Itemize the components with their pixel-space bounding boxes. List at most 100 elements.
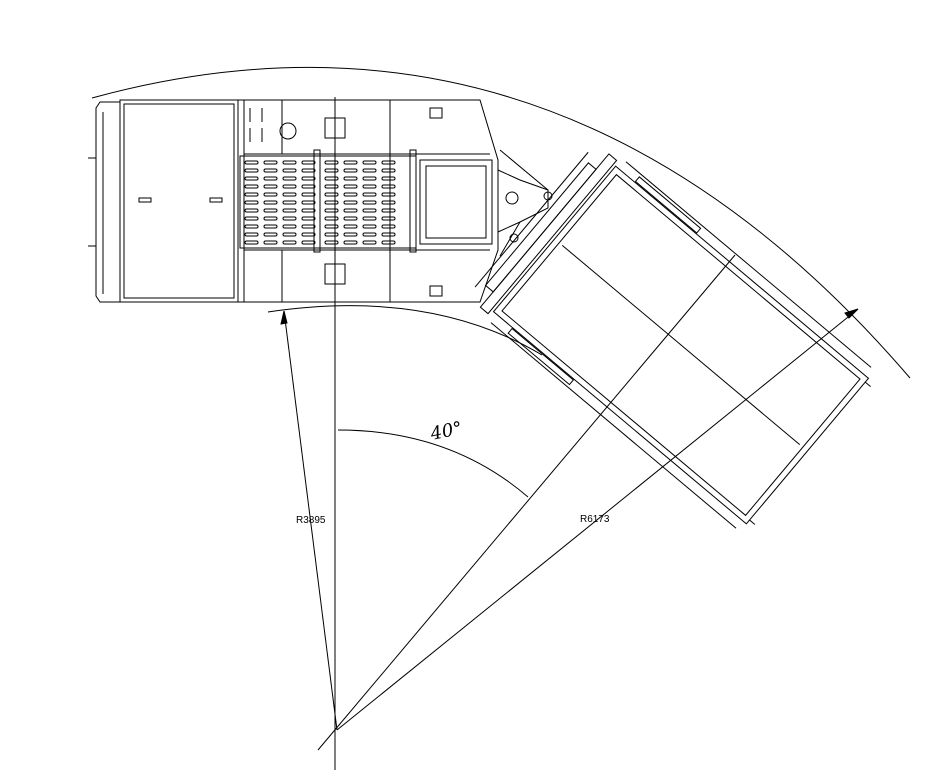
outer-radius-line [336,308,859,731]
grating-slot [381,184,396,189]
grating-slot [362,224,377,229]
grating-slot [263,232,278,237]
grating-slot [343,232,358,237]
grating-slot [282,240,297,245]
grating-slot [301,168,316,173]
grating-slot [324,240,339,245]
inner-radius-arrowhead [280,310,288,325]
grating-slot [362,184,377,189]
rear-body [474,151,872,529]
angle-ray [317,254,736,751]
grating-slot [301,216,316,221]
grating-slot [282,216,297,221]
grating-slot [263,216,278,221]
grating-slot [324,232,339,237]
front-body [88,99,499,303]
grating-slot [263,200,278,205]
grating-slot [381,216,396,221]
grating-slot [324,208,339,213]
grating-slot [362,192,377,197]
grating-slot [244,176,259,181]
grating-slot [301,160,316,165]
grating-slot [244,192,259,197]
grating-slot [324,216,339,221]
grating-slot [301,176,316,181]
grating-slot [263,184,278,189]
grating-slot [301,224,316,229]
grating-slot [244,200,259,205]
grating-slot [362,216,377,221]
grating-slot [301,240,316,245]
outer-sweep-arc [91,67,911,379]
grating-slot [362,176,377,181]
grating-slot [263,160,278,165]
grating-slot [343,176,358,181]
grating-slot [343,208,358,213]
grating-slot [282,208,297,213]
grating-slot [381,200,396,205]
grating-slot [244,184,259,189]
inner-sweep-arc [267,305,543,356]
grating-slot [343,240,358,245]
grating-slot [381,160,396,165]
grating-slot [343,216,358,221]
grating-slot [343,224,358,229]
grating-slot [362,168,377,173]
grating-slot [244,208,259,213]
grating-slot [343,168,358,173]
grating-slot [362,208,377,213]
grating-slot [362,200,377,205]
grating-slot [362,240,377,245]
grating-slot [362,232,377,237]
grating-slot [324,200,339,205]
grating-slot [381,176,396,181]
grating-slot [324,168,339,173]
grating-slot [301,200,316,205]
grating-slot [362,160,377,165]
grating-slot [301,232,316,237]
grating-slot [244,224,259,229]
grating-slot [263,208,278,213]
grating-slot [282,200,297,205]
grating-platform [239,149,417,253]
grating-slot [381,208,396,213]
outer-radius-label: R6173 [580,514,610,525]
grating-slot [324,176,339,181]
grating-slot [381,192,396,197]
grating-slot [244,216,259,221]
angle-label: 40° [428,418,465,445]
articulation-joint [497,149,553,257]
grating-slot [244,168,259,173]
grating-slot [343,160,358,165]
grating-slot [301,184,316,189]
inner-radius-label: R3895 [296,515,326,526]
grating-slot [381,232,396,237]
grating-slot [282,160,297,165]
inner-radius-line [283,310,338,731]
grating-slot [381,168,396,173]
outer-radius-arrowhead [844,308,859,319]
grating-slot [282,184,297,189]
grating-slot [263,168,278,173]
grating-slot [282,176,297,181]
grating-slot [244,232,259,237]
grating-slot [263,176,278,181]
grating-slot [381,224,396,229]
grating-slot [324,160,339,165]
grating-slot [324,184,339,189]
grating-slot [244,160,259,165]
grating-slot [301,192,316,197]
angle-arc [337,429,529,498]
grating-slot [263,192,278,197]
grating-slot [282,192,297,197]
grating-slot [301,208,316,213]
grating-slot [263,224,278,229]
grating-slot [343,184,358,189]
grating-slot [343,200,358,205]
grating-slot [324,224,339,229]
grating-slot [381,240,396,245]
grating-slot [263,240,278,245]
grating-slot [282,168,297,173]
grating-slot [282,232,297,237]
